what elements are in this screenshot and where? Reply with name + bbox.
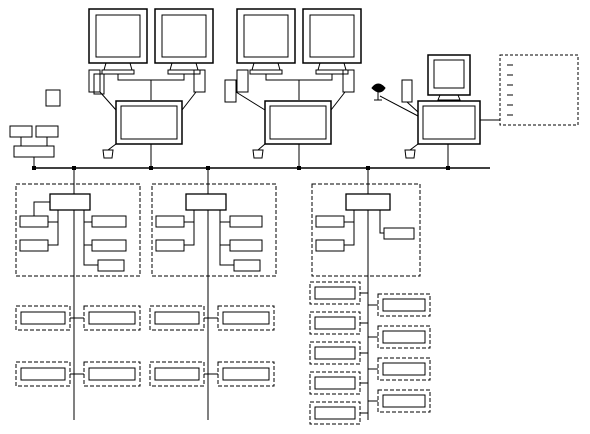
row-a-box-4	[217, 305, 275, 331]
right-left-3	[309, 341, 361, 365]
area-1-item-5	[97, 259, 125, 272]
server-3	[417, 100, 481, 145]
right-right-2	[377, 325, 431, 349]
area-3	[311, 183, 421, 277]
area-2-item-2	[155, 239, 185, 252]
area-1-item-2	[19, 239, 49, 252]
row-b-box-2	[83, 361, 141, 387]
server-1	[115, 100, 183, 145]
area-2	[151, 183, 277, 277]
row-b-box-3	[149, 361, 205, 387]
lone-box	[45, 89, 61, 107]
area-1-hub	[49, 193, 91, 211]
satellite-dish-icon	[371, 83, 386, 101]
row-a-box-2	[83, 305, 141, 331]
workstation-4	[302, 8, 362, 75]
right-left-4	[309, 371, 361, 395]
area-3-item-3	[383, 227, 415, 240]
tower-5	[401, 79, 413, 103]
legend-box	[480, 54, 579, 126]
area-1	[15, 183, 141, 277]
right-left-5	[309, 401, 361, 425]
area-1-item-4	[91, 239, 127, 252]
right-left-1	[309, 281, 361, 305]
side-monitor	[427, 54, 471, 101]
right-right-3	[377, 357, 431, 381]
row-a-box-1	[15, 305, 71, 331]
right-right-4	[377, 389, 431, 413]
area-3-item-2	[315, 239, 345, 252]
right-left-2	[309, 311, 361, 335]
tower-3	[224, 79, 237, 103]
workstation-2	[154, 8, 214, 75]
workstation-3	[236, 8, 296, 75]
area-2-hub	[185, 193, 227, 211]
right-right-1	[377, 293, 431, 317]
printer-icon-2	[252, 149, 264, 159]
area-1-item-1	[19, 215, 49, 228]
area-2-item-3	[229, 215, 263, 228]
left-box-1	[9, 125, 33, 138]
left-box-3	[13, 145, 55, 158]
area-3-item-1	[315, 215, 345, 228]
row-b-box-1	[15, 361, 71, 387]
tower-4	[342, 69, 355, 93]
server-2	[264, 100, 332, 145]
area-3-hub	[345, 193, 391, 211]
workstation-1	[88, 8, 148, 75]
printer-icon-1	[102, 149, 114, 159]
row-b-box-4	[217, 361, 275, 387]
area-1-item-3	[91, 215, 127, 228]
area-2-item-1	[155, 215, 185, 228]
printer-icon-3	[404, 149, 416, 159]
area-2-item-5	[233, 259, 261, 272]
area-2-item-4	[229, 239, 263, 252]
left-box-2	[35, 125, 59, 138]
tower-2	[193, 69, 206, 93]
row-a-box-3	[149, 305, 205, 331]
